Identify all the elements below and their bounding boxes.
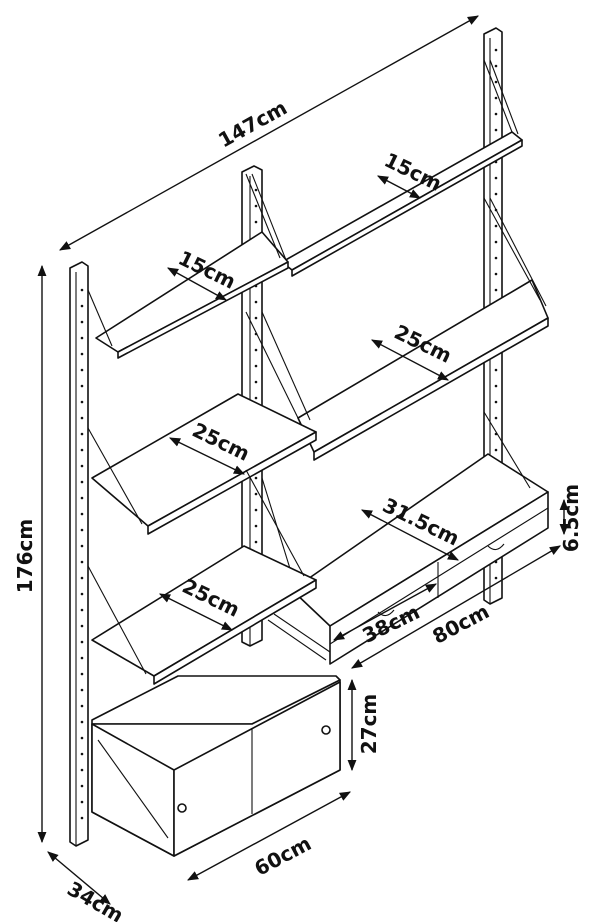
peg-hole <box>494 400 498 404</box>
shelf-mid-right-line <box>371 339 449 381</box>
peg-hole <box>80 608 84 612</box>
peg-hole <box>80 800 84 804</box>
depth-total-line <box>47 851 111 905</box>
peg-hole <box>80 656 84 660</box>
peg-hole <box>254 524 258 528</box>
peg-hole <box>80 416 84 420</box>
peg-hole <box>80 448 84 452</box>
peg-hole <box>80 544 84 548</box>
peg-hole <box>494 416 498 420</box>
desk-width-label: 80cm <box>428 599 493 649</box>
peg-hole <box>80 304 84 308</box>
peg-hole <box>80 816 84 820</box>
peg-hole <box>80 752 84 756</box>
peg-hole <box>254 300 258 304</box>
peg-hole <box>80 464 84 468</box>
peg-hole <box>494 80 498 84</box>
peg-hole <box>80 784 84 788</box>
peg-hole <box>80 384 84 388</box>
peg-hole <box>80 288 84 292</box>
peg-hole <box>254 476 258 480</box>
width-total-line <box>59 15 479 251</box>
peg-hole <box>80 704 84 708</box>
dimension-lines <box>37 15 569 905</box>
peg-hole <box>494 64 498 68</box>
peg-hole <box>80 720 84 724</box>
peg-hole <box>494 48 498 52</box>
shelf-mid-left-line <box>168 437 246 475</box>
peg-hole <box>494 384 498 388</box>
cabinet-width-label: 60cm <box>250 831 315 881</box>
cabinet-height-label: 27cm <box>357 694 381 755</box>
peg-hole <box>254 380 258 384</box>
peg-hole <box>254 540 258 544</box>
peg-hole <box>254 316 258 320</box>
peg-hole <box>494 224 498 228</box>
peg-hole <box>254 188 258 192</box>
desk-support <box>267 613 331 661</box>
peg-hole <box>494 368 498 372</box>
peg-hole <box>80 496 84 500</box>
peg-hole <box>254 508 258 512</box>
peg-hole <box>80 640 84 644</box>
peg-hole <box>80 400 84 404</box>
peg-hole <box>254 364 258 368</box>
peg-hole <box>494 112 498 116</box>
peg-hole <box>80 432 84 436</box>
peg-hole <box>254 396 258 400</box>
cabinet-width-line <box>187 791 351 881</box>
peg-hole <box>254 348 258 352</box>
peg-hole <box>80 352 84 356</box>
depth-total-label: 34cm <box>63 876 127 922</box>
peg-hole <box>494 128 498 132</box>
peg-hole <box>80 592 84 596</box>
shelf-low-left-line <box>158 593 234 631</box>
shelf-top-left-line <box>167 267 227 301</box>
height-total-label: 176cm <box>13 519 37 593</box>
peg-hole <box>80 736 84 740</box>
peg-hole <box>80 672 84 676</box>
peg-hole <box>80 368 84 372</box>
peg-hole <box>80 624 84 628</box>
drawer-height-label: 6.5cm <box>559 484 583 552</box>
peg-hole <box>80 512 84 516</box>
peg-hole <box>80 560 84 564</box>
peg-hole <box>80 336 84 340</box>
peg-hole <box>494 240 498 244</box>
peg-hole <box>80 576 84 580</box>
shelf-top-right-line <box>377 175 421 199</box>
peg-hole <box>494 96 498 100</box>
peg-hole <box>80 320 84 324</box>
peg-hole <box>80 768 84 772</box>
peg-hole <box>494 448 498 452</box>
peg-hole <box>494 272 498 276</box>
cabinet <box>91 675 341 857</box>
peg-hole <box>254 492 258 496</box>
upright-left <box>69 261 89 847</box>
peg-hole <box>254 204 258 208</box>
peg-hole <box>80 688 84 692</box>
peg-hole <box>254 220 258 224</box>
peg-hole <box>494 192 498 196</box>
peg-hole <box>80 480 84 484</box>
peg-hole <box>494 576 498 580</box>
peg-hole <box>80 528 84 532</box>
peg-hole <box>494 288 498 292</box>
peg-hole <box>494 256 498 260</box>
peg-hole <box>494 176 498 180</box>
width-total-label: 147cm <box>214 95 291 152</box>
desk-width-line <box>351 545 561 669</box>
